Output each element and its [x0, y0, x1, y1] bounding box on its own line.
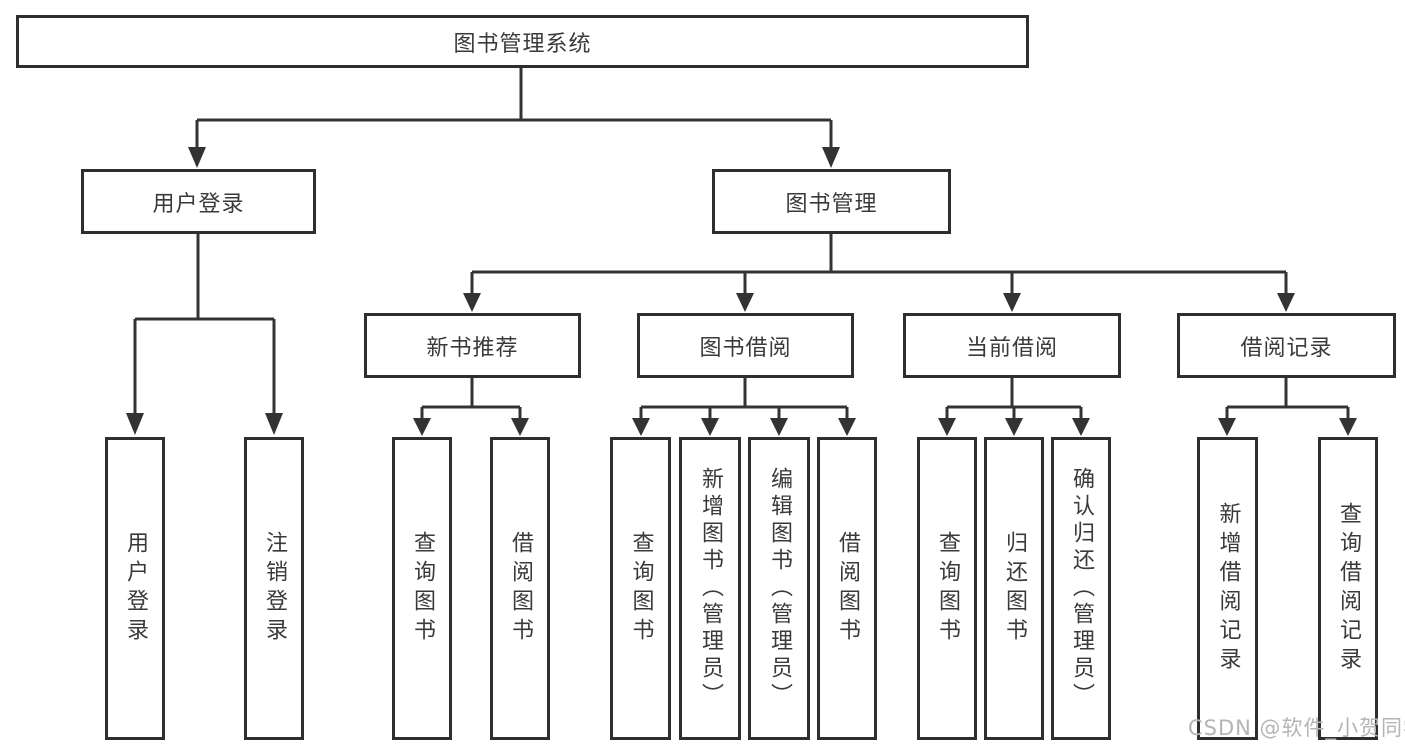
arrow-down-icon [1339, 418, 1357, 436]
leaf-edit-books-admin: 编辑图书（管理员） [748, 437, 810, 740]
node-book-management: 图书管理 [712, 169, 951, 234]
arrow-down-icon [188, 147, 206, 168]
arrow-down-icon [265, 413, 283, 435]
leaf-query-books-recommend: 查询图书 [392, 437, 452, 740]
leaf-logout: 注销登录 [244, 437, 304, 740]
arrow-down-icon [736, 293, 754, 312]
node-label: 当前借阅 [965, 335, 1058, 361]
leaf-label: 查询借阅记录 [1336, 501, 1361, 676]
leaf-query-books-borrow: 查询图书 [610, 437, 671, 740]
leaf-label: 查询图书 [628, 530, 654, 647]
leaf-add-borrow-record: 新增借阅记录 [1197, 437, 1258, 740]
node-new-book-recommend: 新书推荐 [364, 313, 581, 378]
leaf-confirm-return-admin: 确认归还（管理员） [1051, 437, 1111, 740]
leaf-label: 编辑图书（管理员） [767, 467, 792, 710]
arrow-down-icon [1072, 418, 1090, 436]
arrow-down-icon [632, 418, 650, 436]
leaf-label: 注销登录 [262, 530, 287, 647]
connector-borrow-records-children [1218, 376, 1357, 436]
leaf-label: 借阅图书 [835, 530, 860, 647]
node-book-borrow: 图书借阅 [637, 313, 854, 378]
connector-book-borrow-children [632, 376, 856, 436]
arrow-down-icon [938, 418, 956, 436]
node-library-management-system: 图书管理系统 [16, 15, 1029, 68]
leaf-label: 确认归还（管理员） [1069, 467, 1094, 710]
connector-line [420, 376, 522, 419]
leaf-query-borrow-record: 查询借阅记录 [1318, 437, 1378, 740]
arrow-down-icon [1005, 418, 1023, 436]
csdn-watermark: CSDN @软件_小贺同学 [1188, 716, 1405, 740]
node-label: 新书推荐 [426, 335, 519, 361]
connector-new-book-recommend-children [413, 376, 529, 436]
leaf-label: 查询图书 [410, 530, 435, 647]
connector-line [1225, 376, 1350, 419]
connector-line [470, 233, 1288, 294]
arrow-down-icon [511, 418, 529, 436]
connector-line [639, 376, 849, 419]
connector-line [195, 66, 833, 148]
arrow-down-icon [770, 418, 788, 436]
node-label: 图书管理 [785, 191, 878, 217]
arrow-down-icon [1218, 418, 1236, 436]
node-label: 借阅记录 [1240, 335, 1333, 361]
node-borrow-records: 借阅记录 [1177, 313, 1396, 378]
node-current-borrow: 当前借阅 [903, 313, 1121, 378]
node-label: 图书借阅 [699, 335, 792, 361]
leaf-borrow-books-recommend: 借阅图书 [490, 437, 550, 740]
leaf-label: 查询图书 [935, 530, 960, 647]
arrow-down-icon [1003, 293, 1021, 312]
arrow-down-icon [463, 293, 481, 312]
arrow-down-icon [1277, 293, 1295, 312]
connector-user-login-children [126, 233, 283, 435]
node-user-login: 用户登录 [81, 169, 316, 234]
leaf-label: 新增借阅记录 [1215, 501, 1241, 676]
arrow-down-icon [701, 418, 719, 436]
leaf-borrow-books: 借阅图书 [817, 437, 877, 740]
connector-line [133, 233, 276, 414]
connector-book-management-children [463, 233, 1295, 312]
arrow-down-icon [838, 418, 856, 436]
arrow-down-icon [822, 147, 840, 168]
connector-root-to-level2 [188, 66, 840, 168]
leaf-label: 归还图书 [1002, 530, 1027, 647]
arrow-down-icon [126, 413, 144, 435]
connector-current-borrow-children [938, 376, 1090, 436]
connector-line [945, 376, 1083, 419]
leaf-return-books: 归还图书 [984, 437, 1044, 740]
leaf-label: 用户登录 [123, 530, 148, 647]
leaf-label: 借阅图书 [508, 530, 533, 647]
node-label: 用户登录 [152, 191, 245, 217]
leaf-label: 新增图书（管理员） [698, 467, 723, 710]
leaf-query-books-current: 查询图书 [917, 437, 977, 740]
leaf-add-books-admin: 新增图书（管理员） [679, 437, 741, 740]
node-label: 图书管理系统 [453, 31, 592, 57]
leaf-user-login: 用户登录 [105, 437, 165, 740]
arrow-down-icon [413, 418, 431, 436]
